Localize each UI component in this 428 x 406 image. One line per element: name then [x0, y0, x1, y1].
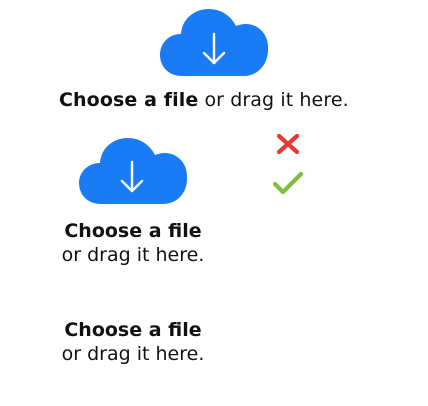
close-icon — [276, 133, 300, 155]
cloud-download-icon[interactable] — [77, 136, 189, 206]
checkmark-icon — [272, 170, 304, 196]
cloud-download-icon[interactable] — [158, 6, 270, 78]
dropzone-label[interactable]: Choose a file or drag it here. — [59, 88, 349, 112]
drag-here-text: or drag it here. — [61, 343, 205, 365]
drag-here-text: or drag it here. — [61, 244, 205, 266]
dropzone-label[interactable]: Choose a file or drag it here. — [50, 219, 216, 267]
choose-file-link[interactable]: Choose a file — [59, 89, 199, 111]
dropzone-label[interactable]: Choose a file or drag it here. — [50, 318, 216, 366]
choose-file-link[interactable]: Choose a file — [64, 319, 202, 341]
choose-file-link[interactable]: Choose a file — [64, 220, 202, 242]
drag-here-text: or drag it here. — [198, 89, 349, 111]
